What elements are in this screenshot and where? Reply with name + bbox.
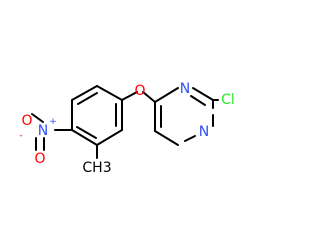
bond <box>31 113 44 123</box>
bond <box>192 87 214 101</box>
bond <box>76 126 97 139</box>
charge-label-nitro-nitrogen: + <box>49 117 57 127</box>
benzene-ring <box>71 85 123 146</box>
bond <box>154 87 179 103</box>
substituent-bonds <box>31 91 156 159</box>
bond <box>121 91 138 101</box>
atom-label-ring-nitrogen-top: N <box>180 81 190 97</box>
bond <box>71 85 98 101</box>
atom-label-nitro-oxygen-left: O <box>21 113 32 129</box>
atom-label-chlorine: Cl <box>221 92 235 108</box>
charge-label-nitro-oxygen-left: - <box>19 131 22 141</box>
bond <box>190 95 206 106</box>
bond <box>77 92 98 105</box>
bond <box>96 85 123 101</box>
methyl-label: CH3 <box>82 160 111 176</box>
bond <box>96 129 123 146</box>
bond <box>71 129 98 146</box>
atom-label-nitro-oxygen-bottom: O <box>34 151 45 167</box>
atom-label-nitro-nitrogen: N <box>38 123 48 139</box>
atom-label-ether-oxygen: O <box>134 83 145 99</box>
molecule-structure: O N N Cl N + O - O CH3 <box>19 81 235 176</box>
bond <box>154 130 179 146</box>
bond <box>184 135 196 142</box>
atom-label-ring-nitrogen-bottom: N <box>199 124 209 140</box>
pyrimidine-ring <box>154 87 219 146</box>
bond <box>142 91 156 103</box>
